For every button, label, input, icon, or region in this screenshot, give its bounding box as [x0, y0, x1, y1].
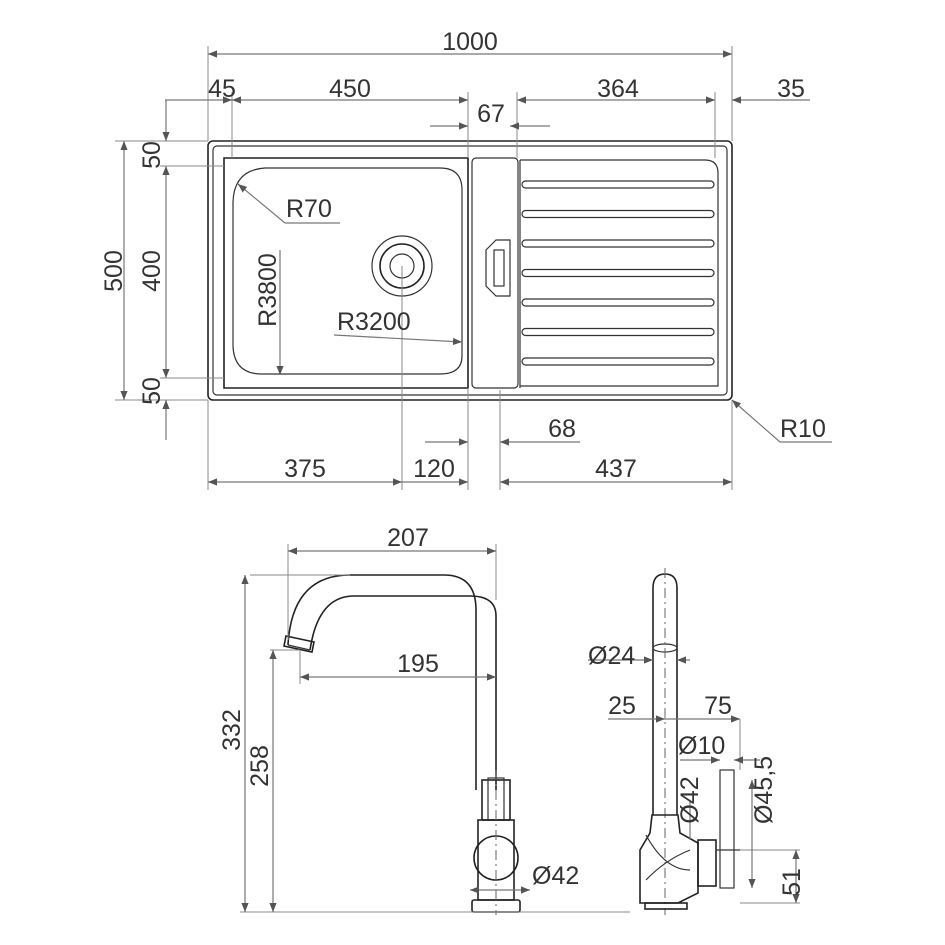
sink-dimension-lines — [120, 50, 832, 486]
dim-drainer-span: 437 — [595, 455, 637, 483]
overflow-slot — [485, 239, 511, 297]
drainer-groove — [521, 239, 715, 248]
faucet-side-body — [639, 814, 699, 904]
dim-faucet-base-height: 51 — [778, 868, 806, 896]
dim-faucet-side-offset-right: 75 — [704, 692, 732, 720]
dim-bowl-height: 400 — [138, 250, 166, 292]
sink-bowl-inner — [232, 167, 463, 375]
faucet-side-view — [639, 568, 740, 915]
label-corner-radius-bowl: R70 — [286, 195, 332, 223]
faucet-spout-tube — [287, 574, 477, 790]
dim-faucet-base-diameter: Ø42 — [532, 862, 579, 890]
dim-drainer-offset: 68 — [548, 415, 576, 443]
dim-drainer-width: 364 — [597, 75, 639, 103]
sink-outer-rim — [207, 140, 733, 401]
label-corner-radius-outer: R10 — [780, 415, 826, 443]
sink-dimension-labels: 1000 45 450 67 364 35 500 50 400 50 R70 … — [100, 28, 826, 483]
faucet-front-dimensions: 207 195 332 258 Ø42 — [218, 524, 630, 913]
drainer-groove — [521, 327, 715, 337]
dim-faucet-spout-reach: 195 — [397, 650, 439, 678]
dim-drain-offset: 120 — [413, 455, 455, 483]
dim-faucet-hole-diameter: Ø45,5 — [750, 756, 778, 824]
dim-faucet-spout-height: 258 — [246, 745, 274, 787]
faucet-side-mount — [697, 839, 717, 887]
dim-drain-left: 375 — [284, 455, 326, 483]
dim-faucet-side-offset-left: 25 — [608, 692, 636, 720]
drainer-groove — [521, 180, 715, 189]
dim-faucet-total-height: 332 — [218, 709, 246, 751]
dim-left-margin: 45 — [208, 75, 236, 103]
dim-right-margin: 35 — [777, 75, 805, 103]
faucet-side-hose — [719, 769, 735, 889]
drainer-edge — [520, 159, 719, 387]
drainer-groove — [521, 268, 715, 278]
label-bottom-radius: R3800 — [254, 253, 282, 327]
faucet-nozzle — [283, 635, 315, 653]
dim-width-total: 1000 — [442, 28, 498, 56]
dim-height-total: 500 — [100, 250, 128, 292]
sink-top-view — [207, 140, 733, 401]
faucet-front-view — [283, 574, 521, 915]
dim-bowl-width: 450 — [329, 75, 371, 103]
dim-bottom-margin: 50 — [138, 377, 166, 405]
label-side-radius: R3200 — [337, 308, 411, 336]
drainer-groove — [521, 357, 715, 366]
dim-faucet-hose-diameter: Ø10 — [678, 732, 725, 760]
drainer-grooves — [520, 159, 719, 387]
drainer-groove — [521, 298, 715, 307]
dim-faucet-total-reach: 207 — [387, 524, 429, 552]
dim-faucet-spout-diameter: Ø24 — [588, 642, 635, 670]
drainer-groove — [521, 209, 715, 219]
dim-top-margin: 50 — [138, 141, 166, 169]
dim-faucet-body-diameter: Ø42 — [676, 776, 704, 823]
sink-inner-rim — [212, 145, 728, 396]
sink-divider — [471, 157, 519, 389]
dim-divider-gap: 67 — [477, 100, 505, 128]
faucet-side-dimensions: Ø24 25 75 Ø10 Ø42 Ø45,5 51 — [588, 642, 806, 904]
